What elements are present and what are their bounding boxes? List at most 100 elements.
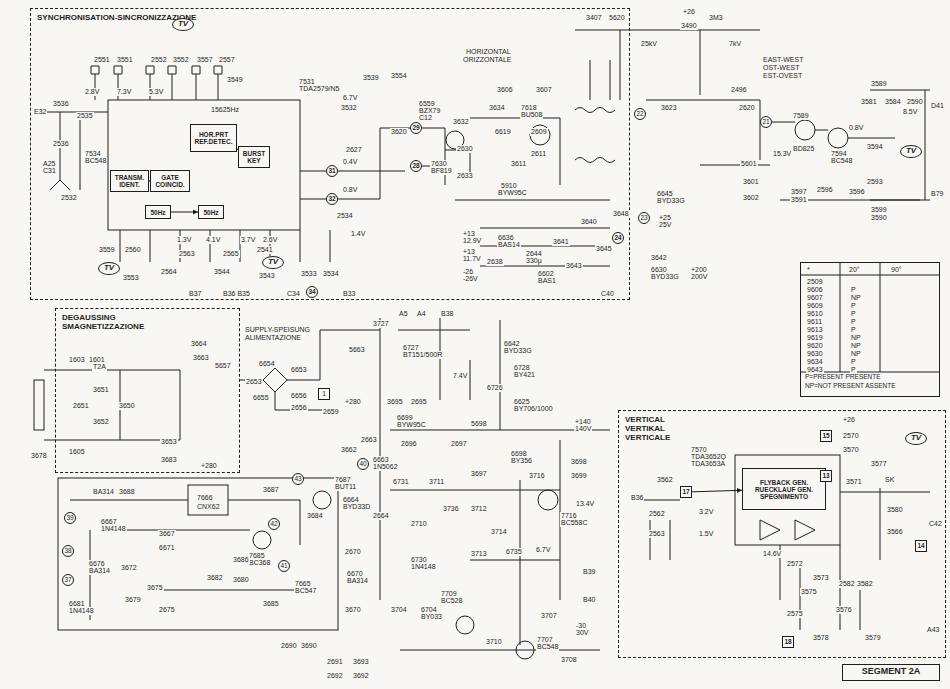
part-label: BA314	[92, 488, 115, 496]
part-label: ALIMENTAZIONE	[244, 334, 302, 342]
part-label: 3532	[340, 104, 358, 112]
test-point-circle: 39	[64, 512, 76, 524]
function-block: BURST KEY	[238, 146, 270, 168]
part-label: 3551	[116, 56, 134, 64]
part-label: 3699	[570, 472, 588, 480]
part-label: 3557	[196, 56, 214, 64]
part-label: 6.7V	[535, 546, 551, 554]
part-label: 0.4V	[342, 158, 358, 166]
part-label: BAS14	[497, 241, 521, 249]
part-label: 9611	[806, 318, 823, 326]
part-label: 3652	[92, 418, 110, 426]
part-label: 3573	[812, 574, 830, 582]
part-label: 3575	[800, 588, 818, 596]
part-label: A43	[926, 626, 940, 634]
part-label: 3683	[160, 456, 178, 464]
part-label: BY421	[513, 371, 536, 379]
coil-symbol	[575, 108, 615, 163]
node-text: TV	[901, 146, 921, 156]
part-label: 7.4V	[452, 372, 468, 380]
part-label: 2670	[344, 548, 362, 556]
part-label: NP	[850, 294, 862, 302]
part-label: P	[850, 310, 857, 318]
part-label: 3714	[490, 528, 508, 536]
part-label: 25kV	[640, 40, 658, 48]
part-label: HORIZONTAL	[465, 48, 512, 56]
part-label: 2691	[326, 658, 344, 666]
test-point-circle: 29	[410, 122, 422, 134]
node-text: TV	[99, 263, 119, 273]
part-label: 2596	[816, 186, 834, 194]
test-point-circle: 32	[326, 193, 338, 205]
part-label: 3640	[580, 218, 598, 226]
node-text: 22	[635, 109, 645, 119]
test-point-circle: 23	[638, 212, 650, 224]
part-label: 3686	[232, 556, 250, 564]
part-label: 0.8V	[848, 124, 864, 132]
transistor-symbol	[313, 491, 331, 509]
node-text: 50Hz	[148, 209, 168, 216]
part-label: 9609	[806, 302, 824, 310]
part-label: B40	[582, 596, 596, 604]
signal-connector	[692, 490, 742, 492]
part-label: 2664	[372, 512, 390, 520]
part-label: NP	[850, 334, 862, 342]
plug-symbol	[34, 380, 44, 430]
part-label: +26	[682, 8, 696, 16]
part-label: BC548	[536, 643, 559, 651]
part-label: TDA3653A	[690, 460, 726, 468]
node-text: 18	[783, 637, 793, 647]
part-label: 3580	[886, 506, 904, 514]
part-label: 2562	[648, 510, 666, 518]
callout-box: 13	[820, 470, 832, 482]
part-label: BC548	[84, 157, 107, 165]
part-label: BY356	[510, 457, 533, 465]
part-label: 2630	[456, 145, 474, 153]
part-label: BYD33G	[656, 197, 686, 205]
transistor-symbol	[530, 125, 550, 145]
part-label: 5.3V	[148, 88, 164, 96]
part-label: 6726	[486, 384, 504, 392]
part-label: BT151/500R	[402, 351, 443, 359]
test-point-circle: 34	[306, 286, 318, 298]
callout-box: 1	[318, 388, 330, 400]
part-label: 9610	[806, 310, 824, 318]
part-label: BD825	[792, 145, 815, 153]
node-text: 23	[639, 213, 649, 223]
part-label: P	[850, 326, 857, 334]
part-label: 3549	[226, 76, 244, 84]
part-label: BAS1	[537, 277, 557, 285]
part-label: 30V	[575, 629, 589, 637]
part-label: 3682	[206, 574, 224, 582]
part-label: 2552	[150, 56, 168, 64]
part-label: 2593	[866, 178, 884, 186]
node-text: SEGMENT 2A	[843, 665, 939, 678]
part-label: BF819	[430, 167, 453, 175]
part-label: +280	[344, 398, 362, 406]
part-label: 6654	[258, 360, 276, 368]
part-label: 3670	[344, 606, 362, 614]
part-label: 6655	[252, 394, 270, 402]
part-label: 2582	[838, 580, 856, 588]
part-label: 2557	[218, 56, 236, 64]
function-block: FLYBACK GEN. RUECKLAUF GEN. SPEGNIMENTO	[742, 468, 826, 510]
part-label: ORIZZONTALE	[462, 56, 512, 64]
tv-marker: TV	[98, 262, 120, 275]
part-label: 3688	[118, 488, 136, 496]
part-label: BU508	[520, 111, 543, 119]
part-label: *	[806, 266, 811, 274]
part-label: BY033	[420, 613, 443, 621]
bridge-rectifier	[263, 368, 287, 392]
part-label: BY706/1000	[513, 405, 554, 413]
tv-marker: TV	[900, 145, 922, 158]
test-point-circle: 40	[357, 458, 369, 470]
part-label: 3643	[565, 262, 583, 270]
node-text: BURST KEY	[241, 150, 267, 164]
part-label: 3552	[172, 56, 190, 64]
part-label: 3663	[192, 354, 210, 362]
node-text: 50Hz	[201, 209, 221, 216]
part-label: 1.5V	[698, 530, 714, 538]
function-block: GATE COINCID.	[150, 170, 190, 192]
node-text: P=PRESENT PRESENTE	[805, 373, 935, 381]
